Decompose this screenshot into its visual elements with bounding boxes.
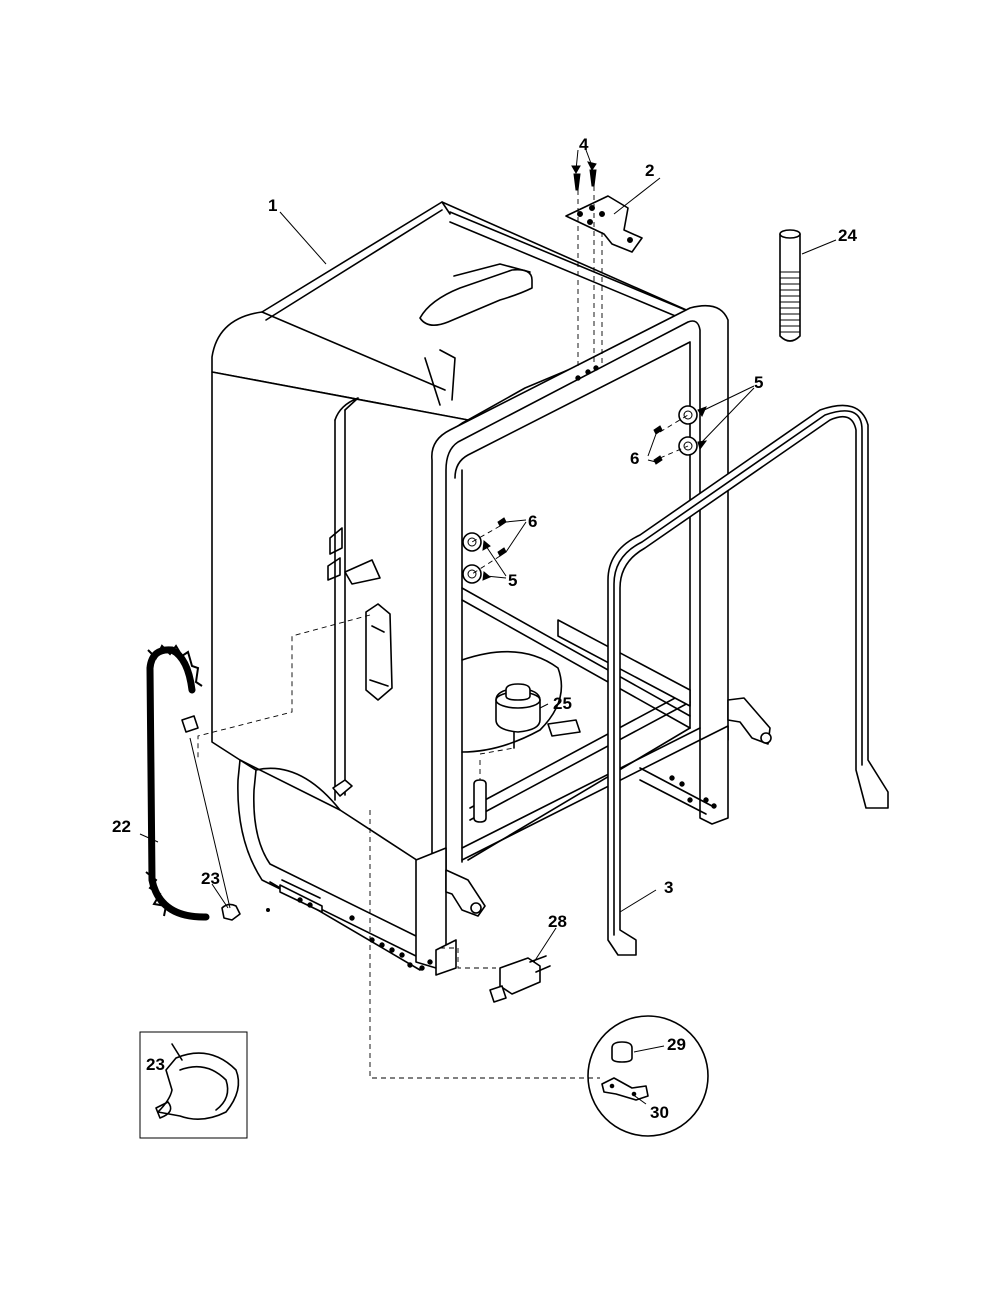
- label-29: 29: [667, 1035, 686, 1054]
- door-gasket: [607, 404, 889, 956]
- label-3: 3: [664, 878, 673, 897]
- label-28: 28: [548, 912, 567, 931]
- tub: [211, 201, 772, 976]
- label-1: 1: [268, 196, 277, 215]
- detail-inset: [587, 1015, 709, 1137]
- clamp-detail-box: [139, 1031, 248, 1139]
- label-23: 23: [201, 869, 220, 888]
- label-24: 24: [838, 226, 857, 245]
- label-6-left: 6: [528, 512, 537, 531]
- label-30: 30: [650, 1103, 669, 1122]
- part-labels: 1 2 3 4 5 5 6 6 22 23 23 24 25 28 29 30: [112, 135, 857, 1122]
- rack-rollers: [462, 405, 698, 584]
- leader-lines: [139, 149, 837, 1105]
- drain-hose: [779, 229, 801, 342]
- label-6-right: 6: [630, 449, 639, 468]
- float-switch: [489, 955, 551, 1003]
- label-25: 25: [553, 694, 572, 713]
- label-2: 2: [645, 161, 654, 180]
- label-23-inset: 23: [146, 1055, 165, 1074]
- label-4: 4: [579, 135, 589, 154]
- float-assembly: [473, 683, 581, 823]
- hose-clamp: [189, 737, 270, 921]
- heating-element: [145, 644, 210, 921]
- label-5-right: 5: [754, 373, 763, 392]
- dashed-connectors: [197, 186, 689, 1079]
- label-22: 22: [112, 817, 131, 836]
- label-5-left: 5: [508, 571, 517, 590]
- rail-holes: [297, 365, 717, 971]
- mounting-bracket: [565, 169, 643, 253]
